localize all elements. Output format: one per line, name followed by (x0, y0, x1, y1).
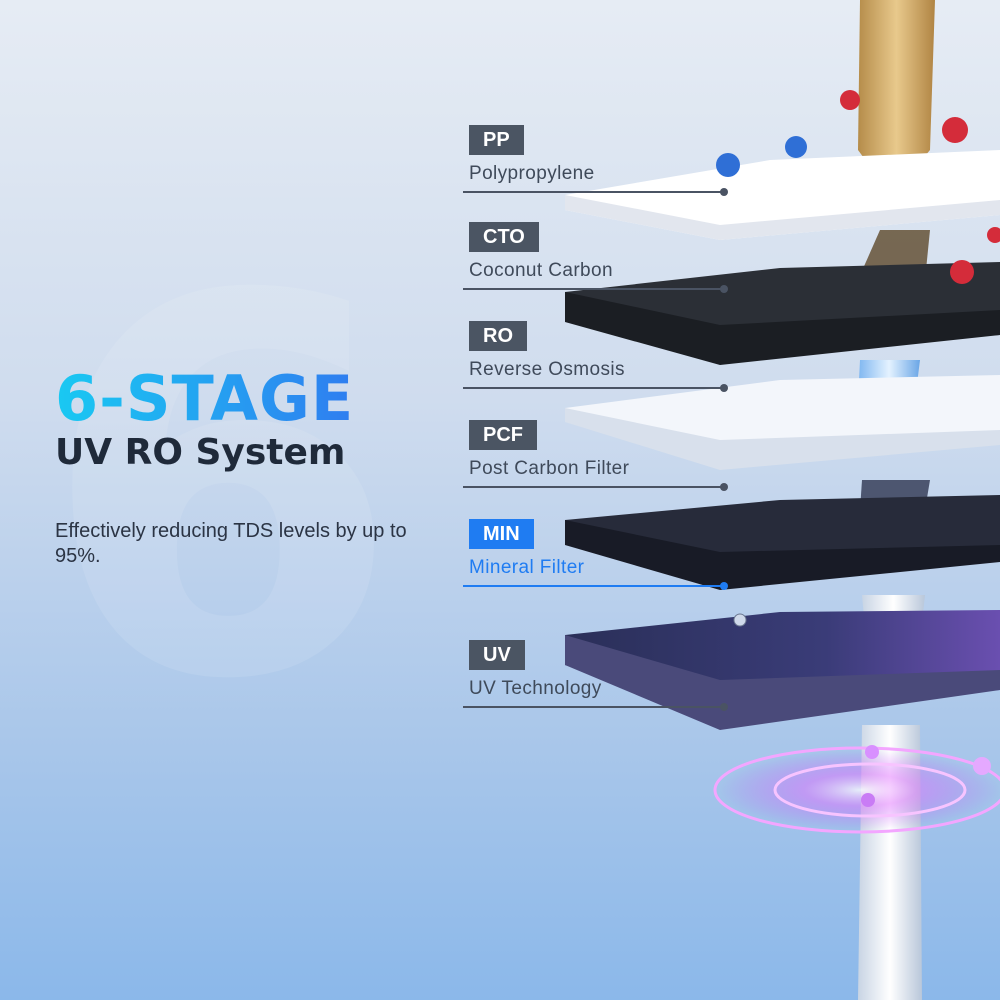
stage-name: Polypropylene (469, 163, 595, 184)
dirty-water-stream (858, 0, 935, 180)
stage-connector-line (463, 188, 728, 196)
stage-name: Post Carbon Filter (469, 458, 630, 479)
stage-connector-line (463, 384, 728, 392)
stage-code-badge: RO (469, 321, 527, 351)
stage-code-badge: CTO (469, 222, 539, 252)
stage-name: Reverse Osmosis (469, 359, 625, 380)
stage-pp: PP Polypropylene (463, 125, 733, 196)
stage-pcf: PCF Post Carbon Filter (463, 420, 733, 491)
stage-cto: CTO Coconut Carbon (463, 222, 733, 293)
background-numeral: 6 (40, 187, 402, 793)
bacteria-icons (716, 90, 1000, 284)
stage-min: MIN Mineral Filter (463, 519, 733, 590)
stage-name: Mineral Filter (469, 557, 585, 578)
stage-connector-line (463, 703, 728, 711)
stage-ro: RO Reverse Osmosis (463, 321, 733, 392)
stage-name: Coconut Carbon (469, 260, 613, 281)
stage-code-badge: PCF (469, 420, 537, 450)
stage-connector-line (463, 285, 728, 293)
stage-name: UV Technology (469, 678, 602, 699)
description: Effectively reducing TDS levels by up to… (55, 520, 407, 567)
subheadline: UV RO System (55, 432, 346, 473)
headline: 6-STAGE (55, 362, 355, 435)
stage-uv: UV UV Technology (463, 640, 733, 711)
stage-code-badge: MIN (469, 519, 534, 549)
stage-code-badge: UV (469, 640, 525, 670)
stage-code-badge: PP (469, 125, 524, 155)
stage-connector-line (463, 483, 728, 491)
stage-connector-line (463, 582, 728, 590)
